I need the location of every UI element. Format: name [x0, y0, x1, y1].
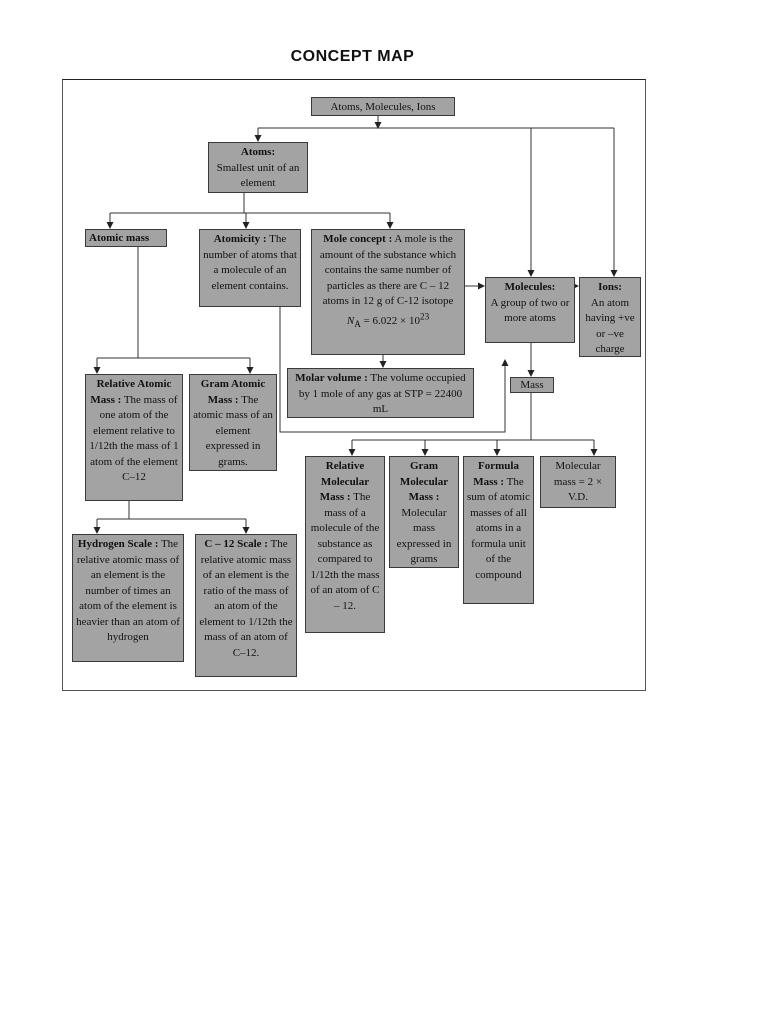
node-molar-volume: Molar volume : The volume occupied by 1 …	[287, 368, 474, 418]
node-atoms: Atoms: Smallest unit of an element	[208, 142, 308, 193]
node-molecular-mass-label: Molecular mass = 2 × V.D.	[553, 460, 603, 503]
node-rel-molecular-head: Relative Molecular Mass :	[319, 460, 370, 503]
node-mole-concept: Mole concept : A mole is the amount of t…	[311, 229, 465, 355]
node-molar-volume-head: Molar volume :	[295, 372, 368, 384]
node-hydrogen-head: Hydrogen Scale :	[77, 538, 159, 550]
node-formula-mass-head: Formula Mass :	[473, 460, 519, 488]
node-relative-atomic-mass: Relative Atomic Mass : The mass of one a…	[85, 374, 183, 501]
node-formula-mass-text: The sum of atomic masses of all atoms in…	[467, 475, 530, 581]
node-formula-mass: Formula Mass : The sum of atomic masses …	[463, 456, 534, 604]
node-atomicity-head: Atomicity :	[213, 233, 267, 245]
node-gram-molecular-text: Molecular mass expressed in grams	[396, 506, 452, 566]
node-mass-label: Mass	[520, 379, 544, 391]
node-molecules-text: A group of two or more atoms	[490, 296, 570, 325]
node-relative-molecular-mass: Relative Molecular Mass : The mass of a …	[305, 456, 385, 633]
node-c12-scale: C – 12 Scale : The relative atomic mass …	[195, 534, 297, 677]
node-ions: Ions: An atom having +ve or –ve charge	[579, 277, 641, 357]
node-gram-atomic-text: The atomic mass of an element expressed …	[193, 393, 273, 468]
node-gram-atomic-head: Gram Atomic Mass :	[200, 378, 266, 406]
node-rel-molecular-text: The mass of a molecule of the substance …	[310, 491, 380, 612]
node-mole-head: Mole concept :	[323, 233, 393, 245]
node-atomic-mass-head: Atomic mass	[89, 232, 150, 244]
node-atomicity: Atomicity : The number of atoms that a m…	[199, 229, 301, 307]
node-c12-head: C – 12 Scale :	[204, 538, 268, 550]
node-atomicity-text: The number of atoms that a molecule of a…	[203, 233, 297, 292]
node-mole-text: A mole is the amount of the substance wh…	[319, 233, 457, 307]
node-mass: Mass	[510, 377, 554, 393]
node-molecules: Molecules: A group of two or more atoms	[485, 277, 575, 343]
page-title: CONCEPT MAP	[290, 48, 415, 65]
node-atoms-head: Atoms:	[240, 146, 276, 158]
avogadro-formula: NA = 6.022 × 1023	[346, 311, 430, 330]
node-root: Atoms, Molecules, Ions	[311, 97, 455, 116]
node-molecular-mass: Molecular mass = 2 × V.D.	[540, 456, 616, 508]
node-molar-volume-text: The volume occupied by 1 mole of any gas…	[298, 372, 466, 415]
node-molecules-head: Molecules:	[504, 281, 556, 293]
node-gram-molecular-mass: Gram Molecular Mass : Molecular mass exp…	[389, 456, 459, 568]
node-hydrogen-text: The relative atomic mass of an element i…	[76, 538, 180, 643]
connector-atomicity-loop	[279, 306, 509, 433]
node-gram-atomic-mass: Gram Atomic Mass : The atomic mass of an…	[189, 374, 277, 471]
node-ions-head: Ions:	[598, 281, 622, 293]
node-hydrogen-scale: Hydrogen Scale : The relative atomic mas…	[72, 534, 184, 662]
node-atoms-text: Smallest unit of an element	[216, 161, 300, 190]
node-atomic-mass: Atomic mass	[85, 229, 167, 247]
node-relative-atomic-text: The mass of one atom of the element rela…	[89, 393, 179, 484]
node-c12-text: The relative atomic mass of an element i…	[199, 538, 293, 659]
node-root-label: Atoms, Molecules, Ions	[330, 101, 436, 113]
node-gram-molecular-head: Gram Molecular Mass :	[399, 460, 449, 503]
node-ions-text: An atom having +ve or –ve charge	[585, 296, 635, 356]
diagram-frame	[62, 79, 646, 691]
node-relative-atomic-head: Relative Atomic Mass :	[90, 378, 172, 406]
